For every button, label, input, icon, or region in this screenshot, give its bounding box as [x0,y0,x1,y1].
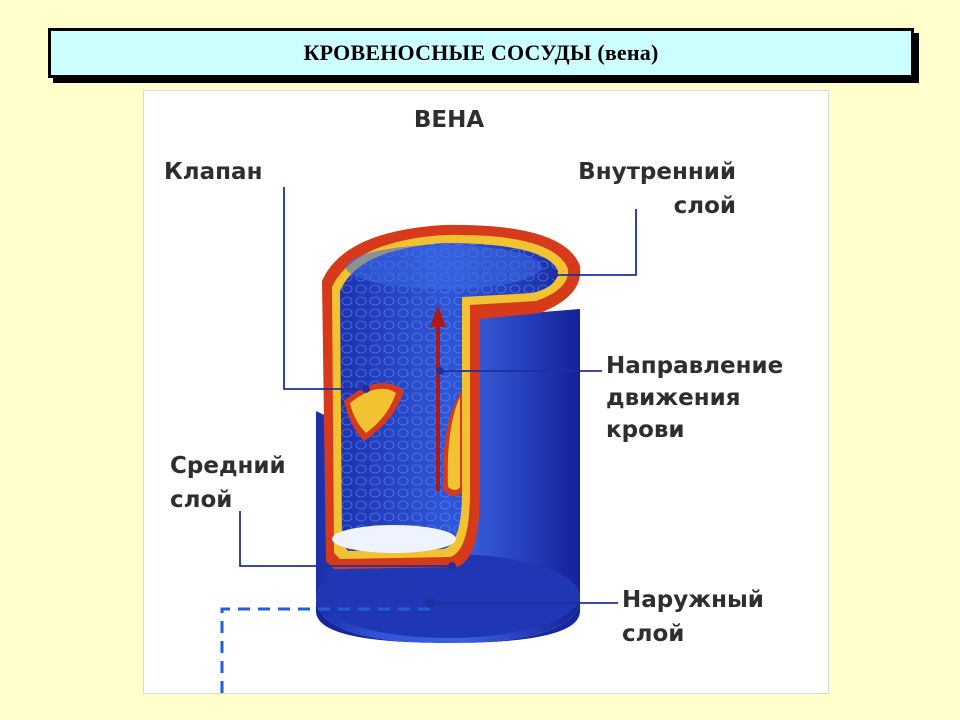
flow-label-line3: крови [606,417,685,443]
valve-label: Клапан [164,159,262,185]
vein-illustration: ВЕНА Клапан Внутренний слой Направление … [164,107,783,693]
flow-label-line2: движения [606,385,741,411]
dashed-guide [220,607,430,693]
flow-label-line1: Направление [606,353,783,379]
inner-layer [340,243,558,551]
inner-label-line1: Внутренний [578,159,736,185]
valve [344,383,462,496]
outer-label-line1: Наружный [622,587,764,613]
middle-label-line2: слой [170,487,232,513]
title-banner: КРОВЕНОСНЫЕ СОСУДЫ (вена) [48,28,914,78]
vein-diagram: ВЕНА Клапан Внутренний слой Направление … [143,90,829,694]
lumen-opening [332,525,456,553]
page-title: КРОВЕНОСНЫЕ СОСУДЫ (вена) [303,40,659,65]
leader-lines [239,187,637,608]
inner-label-line2: слой [674,193,736,219]
flow-arrow [430,305,446,491]
middle-leader [239,511,452,567]
middle-label-line1: Средний [170,453,286,479]
diagram-heading: ВЕНА [414,107,484,133]
valve-leader [283,187,366,390]
inner-leader [554,209,637,276]
outer-label-line2: слой [622,621,684,647]
